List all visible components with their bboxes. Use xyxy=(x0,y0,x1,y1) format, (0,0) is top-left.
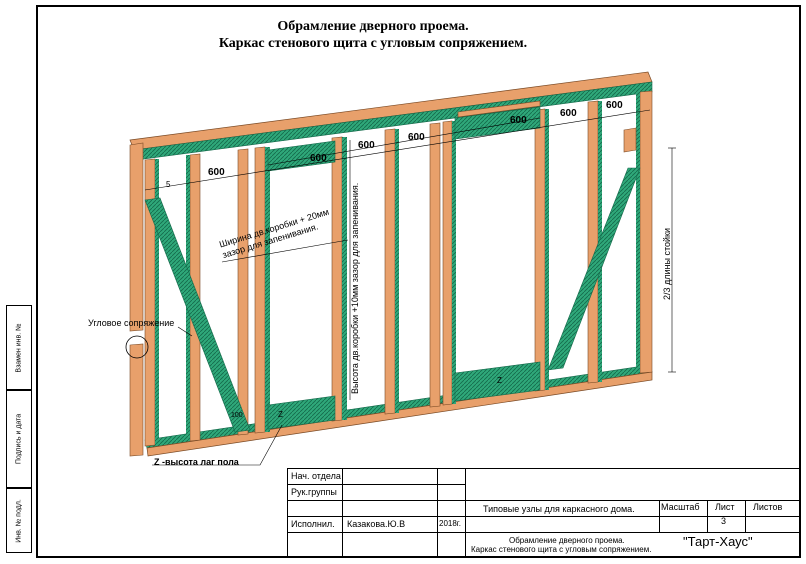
stud-3 xyxy=(237,148,249,436)
header-right-top xyxy=(457,100,541,118)
dim-600-4: 600 xyxy=(408,132,425,143)
dim-5: 5 xyxy=(166,180,171,189)
stamp-doc-title: Типовые узлы для каркасного дома. xyxy=(483,504,635,514)
stud-4-edge xyxy=(265,147,270,432)
drawing-title: Обрамление дверного проема. Каркас стено… xyxy=(0,18,806,52)
dim-600-6: 600 xyxy=(560,108,577,119)
stud-7 xyxy=(429,122,441,408)
stud-5 xyxy=(331,136,343,422)
dim-line-width xyxy=(221,239,349,263)
stamp-company: "Тарт-Хаус" xyxy=(683,534,753,549)
stud-5-edge xyxy=(342,137,347,420)
stamp-ruk-gruppy: Рук.группы xyxy=(291,487,337,497)
brace-right xyxy=(547,167,641,371)
corner-joint-circle xyxy=(125,335,149,359)
height-note: Высота дв.коробки +10мм зазор для запени… xyxy=(350,182,360,394)
dim-600-2: 600 xyxy=(310,153,327,164)
sheet-border xyxy=(36,5,801,558)
stud-11-edge xyxy=(636,92,640,373)
dim-line-top xyxy=(144,109,651,191)
stamp-ispolnil: Исполнил. xyxy=(291,519,335,529)
side-cell-sign: Подпись и дата xyxy=(6,390,32,488)
door-headers xyxy=(267,100,541,172)
wall-frame-diagram: 600 600 600 600 600 600 600 5 100 Z Z Ши… xyxy=(88,71,676,467)
stud-corner xyxy=(129,142,144,332)
side-cell-replace: Взамен инв. № xyxy=(6,305,32,390)
dim-line-top-2 xyxy=(267,117,541,166)
z-leader xyxy=(152,424,283,466)
header-right xyxy=(454,106,541,140)
dim-600-5: 600 xyxy=(510,115,527,126)
z-mark-right: Z xyxy=(497,376,502,385)
brace-left xyxy=(144,197,251,433)
stud-9-edge xyxy=(545,109,549,390)
stamp-sheet-title-2: Каркас стенового щита с угловым сопряжен… xyxy=(471,545,652,554)
stamp-nach-otdela: Нач. отдела xyxy=(291,471,341,481)
stamp-scale-label: Масштаб xyxy=(661,502,700,512)
stud-corner-lower xyxy=(129,343,144,457)
side-strip: Взамен инв. № Подпись и дата Инв. № подл… xyxy=(6,305,32,553)
stamp-author: Казакова.Ю.В xyxy=(347,519,406,529)
corner-joint-leader xyxy=(177,326,193,337)
sill-left xyxy=(267,395,336,430)
stud-9 xyxy=(534,108,546,392)
stud-6-edge xyxy=(395,129,399,413)
stud-8-edge xyxy=(452,121,456,404)
stamp-sheet-num: 3 xyxy=(721,516,727,526)
header-left xyxy=(267,140,336,172)
braces xyxy=(144,167,641,433)
corner-joint-label: Угловое сопряжение xyxy=(88,318,175,328)
stud-10 xyxy=(587,100,599,384)
title-block: Нач. отдела Рук.группы Исполнил. Казаков… xyxy=(287,468,799,556)
floor-joist-label: Z -высота лаг пола xyxy=(154,457,239,467)
stud-1-edge xyxy=(155,159,159,445)
stud-top-right xyxy=(623,127,637,153)
wall-frame-svg xyxy=(125,71,676,466)
dim-600-1: 600 xyxy=(208,167,225,178)
stud-4 xyxy=(254,146,266,434)
side-cell-inv: Инв. № подл. xyxy=(6,488,32,553)
stud-8 xyxy=(442,120,453,406)
z-mark-left: Z xyxy=(278,410,283,419)
side-cell-inv-text: Инв. № подл. xyxy=(15,498,23,543)
stud-length-note: 2/3 длины стойки xyxy=(662,228,672,300)
stud-6 xyxy=(384,128,396,415)
stamp-year: 2018г. xyxy=(439,519,461,528)
sill-right xyxy=(454,361,541,402)
stud-11 xyxy=(639,90,653,374)
dim-600-3: 600 xyxy=(358,140,375,151)
title-line-2: Каркас стенового щита с угловым сопряжен… xyxy=(218,36,528,51)
stamp-sheets-label: Листов xyxy=(753,502,783,512)
stamp-sheet-label: Лист xyxy=(715,502,735,512)
title-line-1: Обрамление дверного проема. xyxy=(277,19,469,34)
dimension-lines xyxy=(144,109,676,400)
studs xyxy=(129,90,653,457)
dim-100: 100 xyxy=(231,412,243,419)
dim-600-7: 600 xyxy=(606,100,623,111)
stamp-sheet-title-1: Обрамление дверного проема. xyxy=(509,536,625,545)
door-sills xyxy=(267,361,541,430)
